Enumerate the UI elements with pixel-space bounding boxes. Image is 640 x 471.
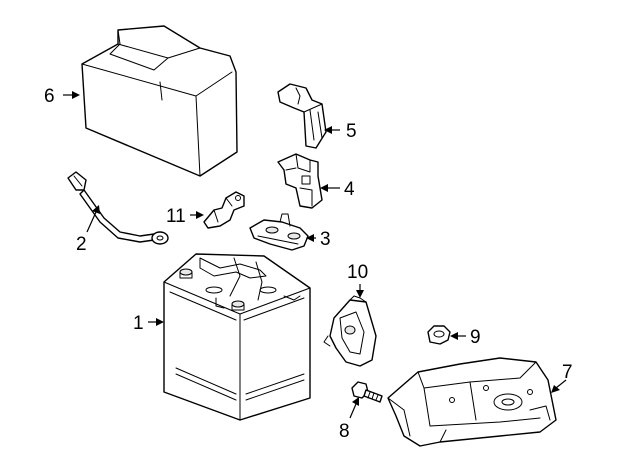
battery-cover-part[interactable] [81,25,238,177]
callout-4: 4 [344,179,355,200]
callout-11: 11 [166,206,186,227]
callout-9: 9 [470,327,481,348]
battery-part[interactable] [163,253,311,421]
callout-8: 8 [339,421,350,442]
nut-part[interactable] [427,325,451,345]
callout-5: 5 [346,121,357,142]
callout-3: 3 [320,229,331,250]
callout-2: 2 [76,234,87,255]
callout-leaders [63,91,567,419]
clip-part[interactable] [203,191,245,229]
callout-10: 10 [347,262,368,283]
callout-6: 6 [44,86,55,107]
bolt-part[interactable] [351,381,383,403]
callout-7: 7 [562,362,573,383]
terminal-clamp-part[interactable] [249,213,309,251]
hold-down-bracket-part[interactable] [323,295,377,367]
battery-tray-part[interactable] [387,357,557,447]
callout-1: 1 [133,313,144,334]
terminal-cover-part[interactable] [277,83,327,149]
callout-labels: 6 5 4 11 3 2 1 10 9 8 7 [44,86,573,442]
fuse-bracket-part[interactable] [277,153,323,209]
negative-cable-part[interactable] [67,171,169,245]
